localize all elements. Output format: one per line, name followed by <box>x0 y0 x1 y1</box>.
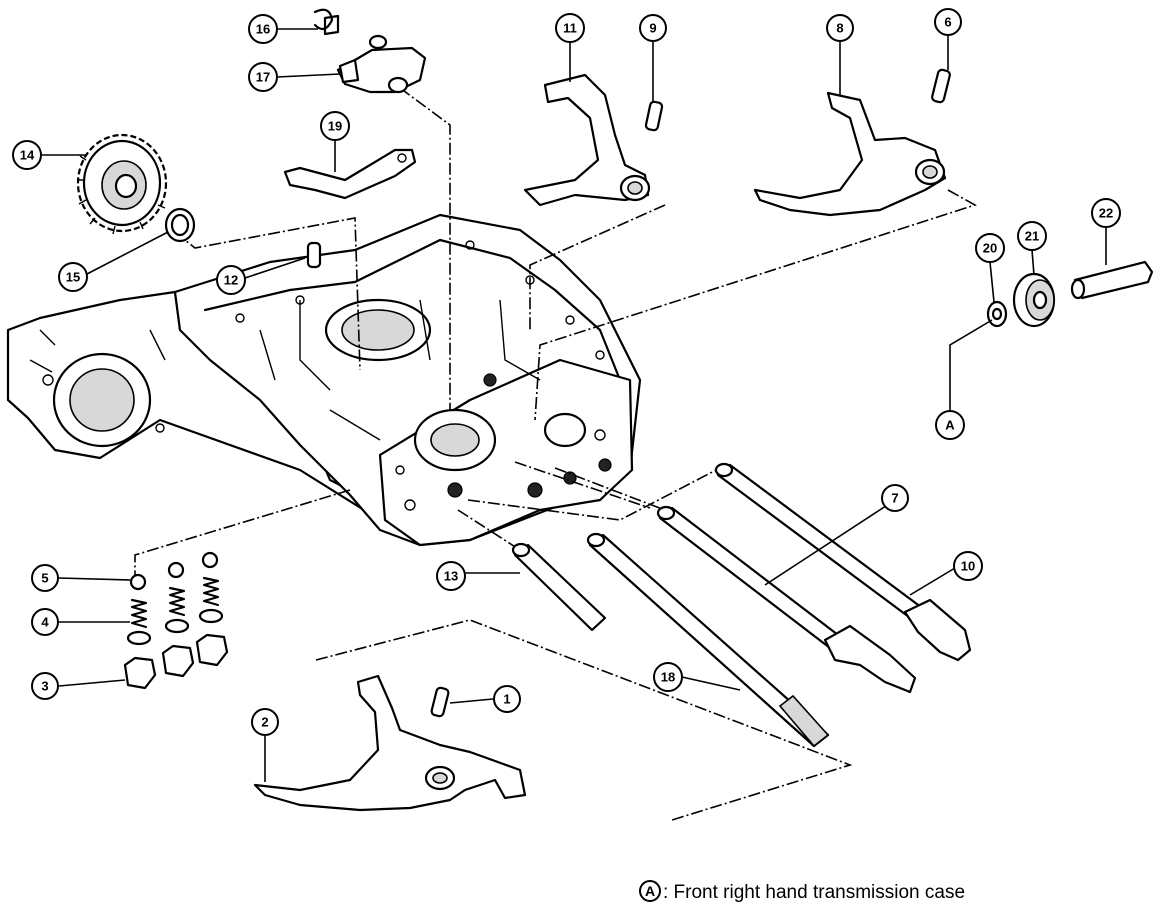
callout-10: 10 <box>953 551 983 581</box>
callout-14: 14 <box>12 140 42 170</box>
part-6-pin <box>931 68 951 104</box>
svg-text:12: 12 <box>224 273 238 288</box>
callout-2: 2 <box>251 708 279 736</box>
callout-22: 22 <box>1091 198 1121 228</box>
callout-1: 1 <box>493 685 521 713</box>
svg-text:20: 20 <box>983 241 997 256</box>
part-12-pin <box>306 241 322 269</box>
callout-17: 17 <box>248 62 278 92</box>
leader-lines <box>42 28 1107 782</box>
svg-text:1: 1 <box>503 692 510 707</box>
callout-12: 12 <box>216 265 246 295</box>
part-5-detent-balls <box>129 551 219 591</box>
svg-text:10: 10 <box>961 559 975 574</box>
svg-text:14: 14 <box>20 148 35 163</box>
part-1-pin <box>430 686 450 718</box>
transmission-case <box>6 213 642 547</box>
svg-text:4: 4 <box>41 615 49 630</box>
callout-20: 20 <box>975 233 1005 263</box>
callout-21: 21 <box>1017 221 1047 251</box>
callout-7: 7 <box>881 484 909 512</box>
svg-text:19: 19 <box>328 119 342 134</box>
caption-text: : Front right hand transmission case <box>663 882 965 903</box>
caption: A : Front right hand transmission case <box>639 880 965 903</box>
part-15-washer <box>164 207 196 243</box>
part-8-fork <box>753 91 947 217</box>
assembly-guide-lines <box>134 87 978 821</box>
callout-3: 3 <box>31 672 59 700</box>
svg-text:15: 15 <box>66 270 80 285</box>
part-9-pin <box>644 100 664 132</box>
callout-5: 5 <box>31 564 59 592</box>
part-10-rod <box>714 462 972 662</box>
svg-text:21: 21 <box>1025 229 1039 244</box>
callout-16: 16 <box>248 14 278 44</box>
callout-11: 11 <box>555 13 585 43</box>
part-2-fork <box>253 674 527 812</box>
svg-text:16: 16 <box>256 22 270 37</box>
svg-text:9: 9 <box>649 21 656 36</box>
part-4-springs <box>126 576 224 646</box>
callout-18: 18 <box>653 662 683 692</box>
part-22-shaft <box>1070 260 1154 300</box>
svg-text:17: 17 <box>256 70 270 85</box>
part-21-gear <box>1012 272 1056 328</box>
svg-text:11: 11 <box>563 21 577 36</box>
callout-9: 9 <box>639 14 667 42</box>
part-14-gear <box>76 133 168 235</box>
part-3-plugs <box>123 633 229 690</box>
svg-text:18: 18 <box>661 670 675 685</box>
caption-mark-circle <box>639 880 661 902</box>
callout-4: 4 <box>31 608 59 636</box>
part-17-selector-arm <box>323 14 427 94</box>
callout-A: A <box>935 410 965 440</box>
caption-mark: A <box>645 883 655 899</box>
svg-text:3: 3 <box>41 679 48 694</box>
part-18-rod <box>586 532 830 748</box>
svg-text:13: 13 <box>444 569 458 584</box>
svg-text:8: 8 <box>836 21 843 36</box>
callout-13: 13 <box>436 561 466 591</box>
svg-text:A: A <box>945 418 955 433</box>
callout-15: 15 <box>58 262 88 292</box>
svg-text:7: 7 <box>891 491 898 506</box>
part-7-rod <box>656 505 917 694</box>
part-20-washer <box>986 300 1008 328</box>
callout-6: 6 <box>934 8 962 36</box>
svg-text:22: 22 <box>1099 206 1113 221</box>
part-11-fork <box>523 73 651 207</box>
part-19-plate <box>283 148 417 200</box>
svg-text:2: 2 <box>261 715 268 730</box>
svg-text:5: 5 <box>41 571 48 586</box>
svg-text:6: 6 <box>944 15 951 30</box>
callout-8: 8 <box>826 14 854 42</box>
part-16-clip <box>313 8 334 31</box>
callout-19: 19 <box>320 111 350 141</box>
part-13-rod <box>511 542 607 632</box>
